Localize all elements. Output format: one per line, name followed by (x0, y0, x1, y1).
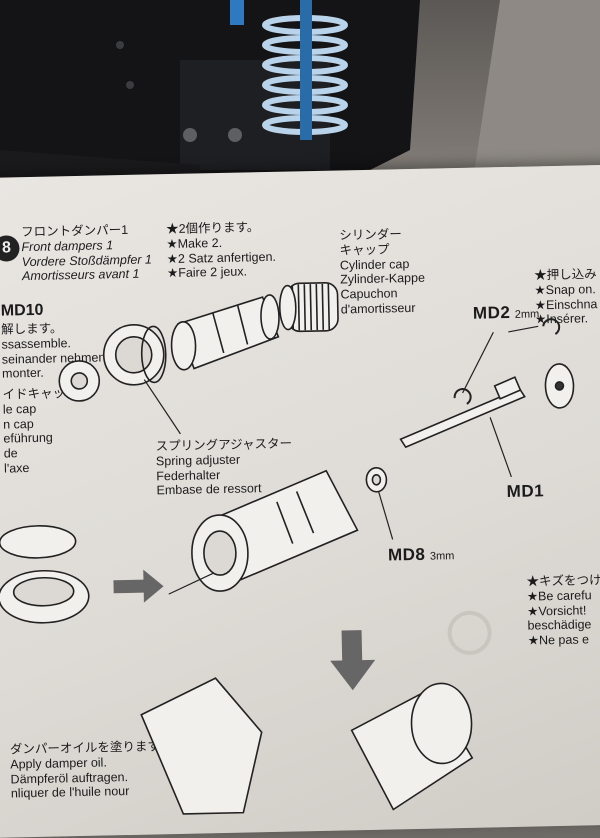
piston-disc-drawing (544, 363, 575, 409)
oil-tube-drawing (140, 677, 263, 815)
guide-cap-drawing (58, 360, 101, 402)
adjuster-detail-drawing (0, 525, 90, 624)
rc-car-chassis (0, 0, 600, 200)
bottom-damper-drawing (350, 682, 474, 811)
right-arrow-icon (113, 569, 164, 603)
spring-adjuster-drawing (102, 324, 167, 386)
exploded-damper-diagram (0, 281, 575, 815)
down-arrow-icon (330, 630, 376, 691)
background-photo (0, 0, 600, 200)
instruction-manual-page: 8 フロントダンパー1 Front dampers 1 Vordere Stoß… (0, 163, 600, 838)
damper-cylinder-drawing (170, 294, 280, 371)
md8-washer-drawing (365, 466, 388, 493)
md2-eclip-drawing (453, 318, 561, 405)
assembled-damper-drawing (191, 469, 359, 592)
cylinder-cap-drawing (278, 281, 339, 333)
piston-rod-drawing (399, 376, 526, 449)
